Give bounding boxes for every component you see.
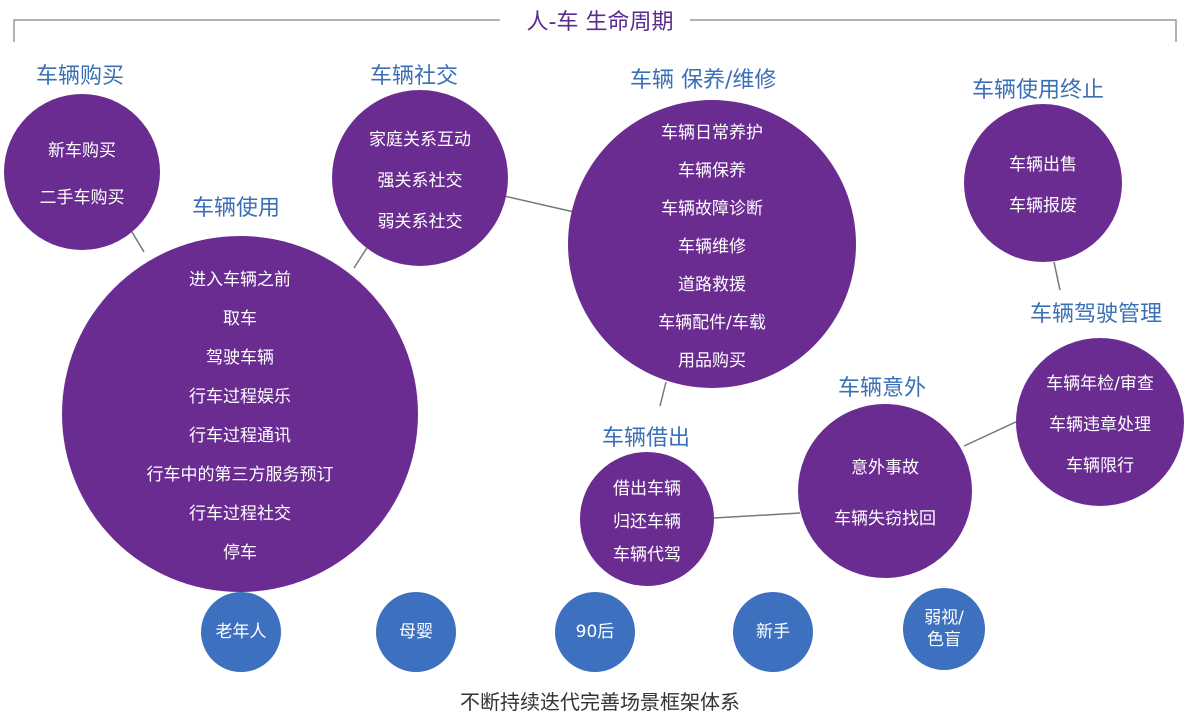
circle-item: 车辆日常养护 [661,122,763,143]
circle-purchase: 新车购买 二手车购买 [4,94,160,250]
circle-accident: 意外事故 车辆失窃找回 [798,404,972,578]
circle-end: 车辆出售 车辆报废 [964,104,1122,262]
circle-item: 家庭关系互动 [369,129,471,150]
circle-item: 车辆保养 [678,160,746,181]
group-label-social: 车辆社交 [370,64,459,89]
circle-item: 停车 [223,543,257,563]
circle-item: 车辆年检/审查 [1046,373,1154,394]
title-bracket [13,19,1177,42]
circle-item: 车辆故障诊断 [661,198,763,219]
group-label-usage: 车辆使用 [192,196,281,221]
circle-usage: 进入车辆之前 取车 驾驶车辆 行车过程娱乐 行车过程通讯 行车中的第三方服务预订… [62,236,418,592]
circle-item: 二手车购买 [39,188,125,208]
circle-item: 新车购买 [48,141,116,161]
user-group-color-blind-label: 弱视/色盲 [924,608,964,650]
connector-maintenance-lending [659,381,667,407]
circle-item: 驾驶车辆 [206,348,274,368]
group-label-maintenance: 车辆 保养/维修 [630,68,777,93]
circle-maintenance: 车辆日常养护 车辆保养 车辆故障诊断 车辆维修 道路救援 车辆配件/车载 用品购… [568,100,856,388]
user-group-novice: 新手 [733,592,813,672]
circle-item: 意外事故 [851,458,919,478]
group-label-end: 车辆使用终止 [972,78,1105,103]
circle-item: 归还车辆 [613,511,681,532]
user-group-elderly: 老年人 [201,592,281,672]
circle-item: 车辆代驾 [613,544,681,565]
footer-caption: 不断持续迭代完善场景框架体系 [460,690,740,714]
connector-social-maintenance [503,195,575,213]
connector-end-driving [1053,261,1061,291]
circle-item: 强关系社交 [377,170,463,191]
user-group-post90s: 90后 [555,592,635,672]
circle-item: 行车过程社交 [189,504,291,524]
circle-item: 行车过程娱乐 [189,387,291,407]
circle-item: 车辆失窃找回 [834,509,936,529]
circle-item: 取车 [223,309,257,329]
circle-item: 车辆限行 [1066,455,1134,476]
diagram-title: 人-车 生命周期 [0,4,1200,36]
circle-item: 行车中的第三方服务预订 [146,465,334,485]
circle-item: 借出车辆 [613,478,681,499]
group-label-lending: 车辆借出 [602,426,691,451]
circle-item: 用品购买 [678,350,746,371]
connector-lending-accident [713,512,801,519]
circle-item: 进入车辆之前 [189,270,291,290]
circle-item: 车辆出售 [1009,155,1077,175]
group-label-driving: 车辆驾驶管理 [1030,302,1163,327]
connector-accident-driving [963,419,1021,447]
circle-driving: 车辆年检/审查 车辆违章处理 车辆限行 [1016,338,1184,506]
user-group-color-blind: 弱视/色盲 [903,588,985,670]
group-label-purchase: 车辆购买 [36,64,125,89]
circle-item: 弱关系社交 [377,211,463,232]
connector-purchase-usage [131,231,145,253]
group-label-accident: 车辆意外 [838,376,927,401]
circle-social: 家庭关系互动 强关系社交 弱关系社交 [332,90,508,266]
circle-item: 行车过程通讯 [189,426,291,446]
circle-item: 车辆配件/车载 [658,312,766,333]
circle-lending: 借出车辆 归还车辆 车辆代驾 [580,452,714,586]
circle-item: 车辆违章处理 [1049,414,1151,435]
user-group-mother-baby: 母婴 [376,592,456,672]
circle-item: 车辆报废 [1009,196,1077,216]
circle-item: 道路救援 [678,274,746,295]
circle-item: 车辆维修 [678,236,746,257]
